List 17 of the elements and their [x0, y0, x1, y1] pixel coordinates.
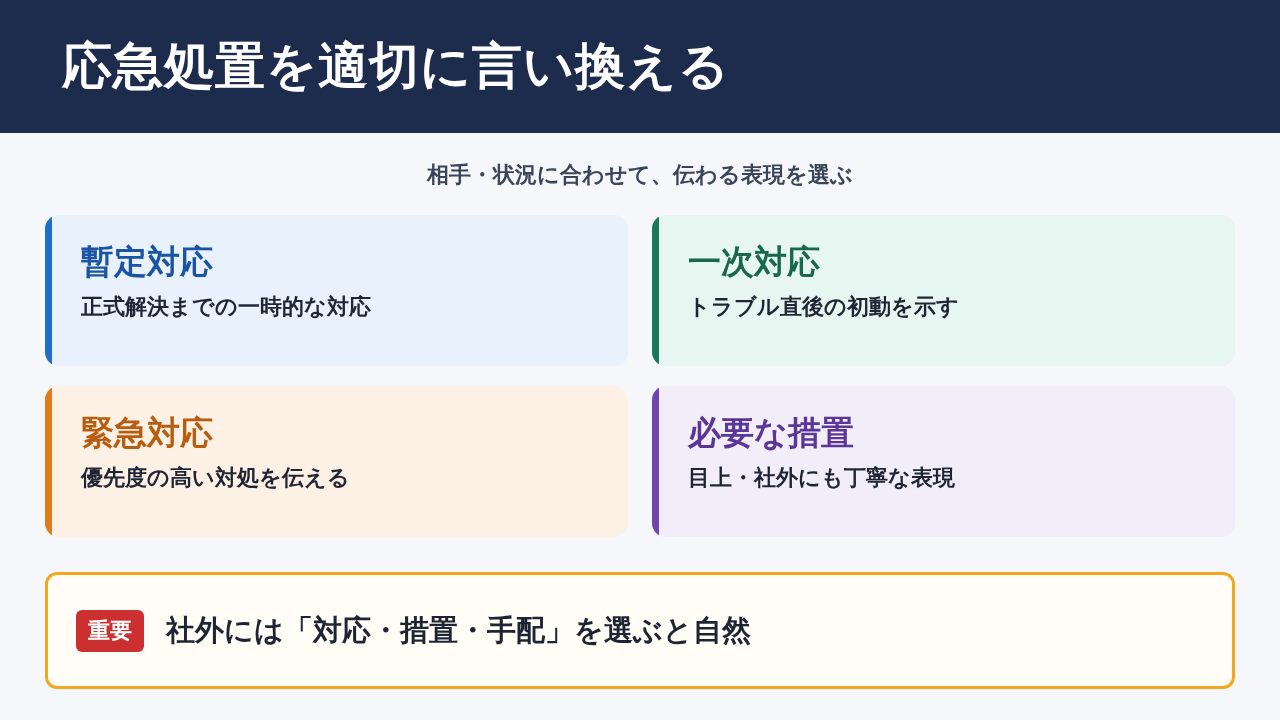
important-badge: 重要 [76, 609, 144, 652]
term-card [652, 215, 1235, 366]
card-description: 正式解決までの一時的な対応 [81, 292, 372, 321]
card-heading: 緊急対応 [81, 412, 214, 454]
card-heading: 必要な措置 [688, 412, 855, 454]
term-card [45, 386, 628, 537]
card-heading: 暫定対応 [81, 241, 214, 283]
title: 応急処置を適切に言い換える [62, 36, 730, 97]
note-box [45, 572, 1235, 689]
card-description: トラブル直後の初動を示す [688, 292, 960, 321]
card-heading: 一次対応 [688, 241, 821, 283]
term-card [652, 386, 1235, 537]
subtitle: 相手・状況に合わせて、伝わる表現を選ぶ [425, 161, 854, 189]
note-text: 社外には「対応・措置・手配」を選ぶと自然 [166, 611, 751, 649]
card-description: 優先度の高い対処を伝える [81, 463, 351, 492]
card-description: 目上・社外にも丁寧な表現 [688, 463, 956, 492]
term-card [45, 215, 628, 366]
